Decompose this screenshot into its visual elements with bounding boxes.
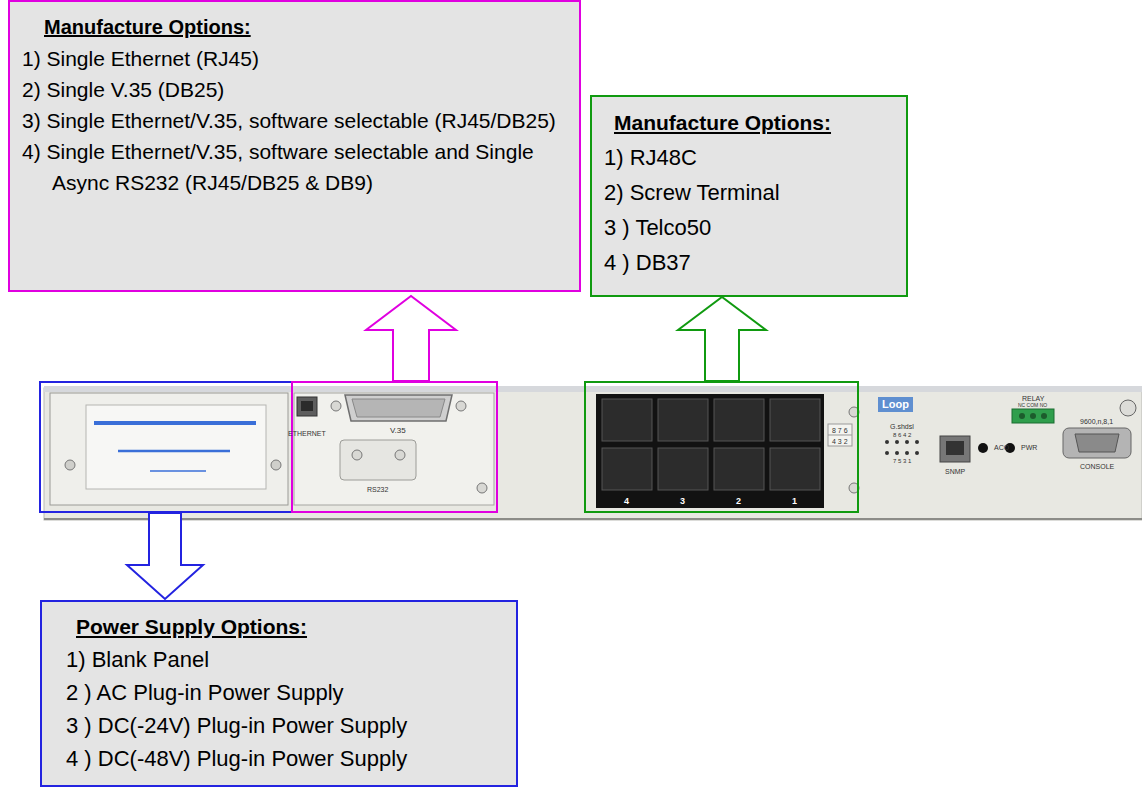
option-item: 1) RJ48C (604, 140, 896, 175)
panel-label: 9600,n,8,1 (1080, 418, 1113, 425)
panel-label: 8 7 6 (832, 427, 848, 434)
panel-label: PWR (1021, 444, 1037, 451)
option-item: 3 ) DC(-24V) Plug-in Power Supply (66, 709, 506, 742)
option-item: 3 ) Telco50 (604, 210, 896, 245)
option-item: 4) Single Ethernet/V.35, software select… (22, 136, 569, 198)
option-item: 2) Single V.35 (DB25) (22, 74, 569, 105)
callout-heading: Power Supply Options: (76, 610, 506, 643)
panel-label: 7 5 3 1 (893, 458, 911, 464)
option-item: 4 ) DB37 (604, 245, 896, 280)
panel-label: ETHERNET (288, 430, 326, 437)
option-item: 1) Single Ethernet (RJ45) (22, 43, 569, 74)
panel-label: 2 (736, 497, 741, 506)
panel-label: CONSOLE (1080, 463, 1114, 470)
panel-label: ACO (994, 444, 1009, 451)
callout-box: Manufacture Options:1) RJ48C2) Screw Ter… (590, 95, 908, 297)
option-item: 3) Single Ethernet/V.35, software select… (22, 105, 569, 136)
panel-label: 3 (680, 497, 685, 506)
option-item: 2) Screw Terminal (604, 175, 896, 210)
option-item: 2 ) AC Plug-in Power Supply (66, 676, 506, 709)
callout-heading: Manufacture Options: (44, 12, 569, 43)
panel-label: Loop (878, 397, 913, 412)
panel-label: 1 (792, 497, 797, 506)
panel-label: 4 (624, 497, 629, 506)
callout-box: Power Supply Options:1) Blank Panel2 ) A… (40, 600, 518, 787)
panel-label: 8 6 4 2 (893, 432, 911, 438)
panel-label: NC COM NO (1018, 403, 1047, 408)
panel-label: RELAY (1022, 395, 1044, 402)
callout-box: Manufacture Options:1) Single Ethernet (… (8, 0, 581, 292)
panel-label: SNMP (945, 468, 965, 475)
panel-label: V.35 (390, 427, 406, 435)
panel-label: 4 3 2 (832, 438, 848, 445)
panel-label: G.shdsl (890, 423, 914, 430)
option-item: 1) Blank Panel (66, 643, 506, 676)
panel-label: RS232 (367, 486, 388, 493)
option-item: 4 ) DC(-48V) Plug-in Power Supply (66, 742, 506, 775)
callout-heading: Manufacture Options: (614, 105, 896, 140)
